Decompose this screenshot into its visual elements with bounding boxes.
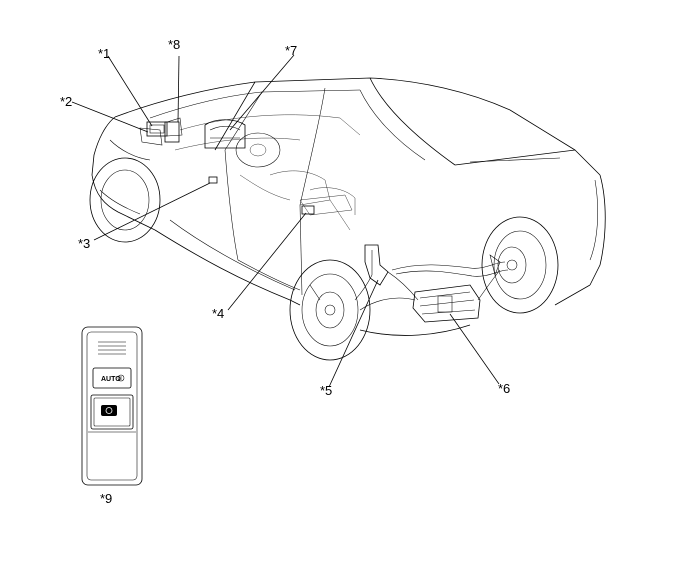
component-5-bracket <box>364 244 389 286</box>
auto-button-label: AUTO <box>101 376 121 383</box>
leader-lines <box>71 54 500 388</box>
callout-8: *8 <box>168 37 180 52</box>
rear-right-wheel <box>481 216 559 314</box>
callout-1: *1 <box>98 46 110 61</box>
epb-switch-panel: AUTO <box>81 326 143 486</box>
parking-brake-auto-icon <box>117 374 125 382</box>
rear-left-wheel <box>289 259 371 361</box>
auto-button[interactable]: AUTO <box>92 367 132 389</box>
callout-7: *7 <box>285 43 297 58</box>
callout-5: *5 <box>320 383 332 398</box>
parking-brake-button[interactable] <box>90 394 134 430</box>
component-4-switch <box>301 205 315 215</box>
parking-brake-cables <box>354 261 509 311</box>
component-1-2-combination-meter <box>146 117 183 143</box>
callout-2: *2 <box>60 94 72 109</box>
callout-9: *9 <box>100 491 112 506</box>
front-wheel <box>89 157 161 243</box>
parking-brake-icon <box>101 405 117 416</box>
callout-labels: *1 *2 *3 *4 *5 *6 *7 *8 *9 <box>60 37 510 506</box>
component-3-sensor <box>208 176 218 184</box>
callout-4: *4 <box>212 306 224 321</box>
component-7-meter-cluster <box>204 119 246 149</box>
component-6-actuator <box>412 284 481 323</box>
callout-3: *3 <box>78 236 90 251</box>
callout-6: *6 <box>498 381 510 396</box>
vehicle-outline <box>91 77 606 336</box>
vent-slats <box>98 341 126 355</box>
